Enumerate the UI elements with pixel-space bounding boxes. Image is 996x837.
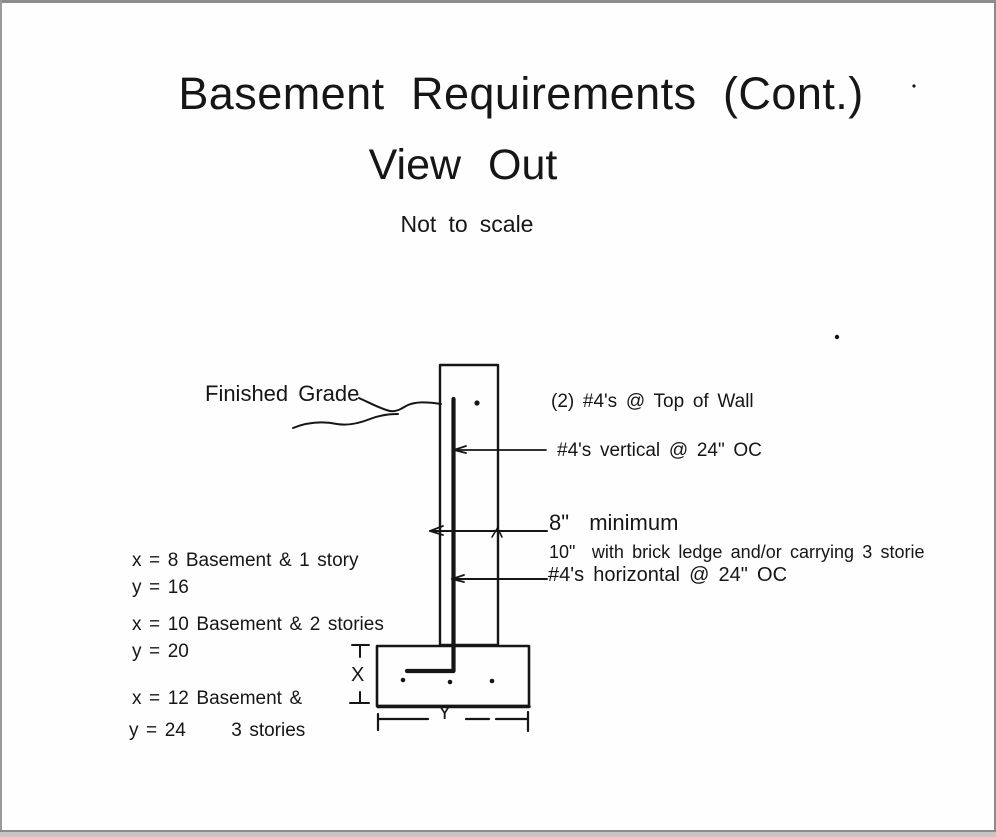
page-title: Basement Requirements (Cont.) — [178, 68, 864, 119]
scan-border-bottom — [0, 830, 996, 832]
scan-bottom-bar — [0, 832, 996, 837]
min-thickness-leader-arrow-right — [491, 527, 503, 538]
page-subtitle: View Out — [368, 141, 558, 189]
note-y-2stories: y = 20 — [132, 641, 189, 662]
note-x-1story: x = 8 Basement & 1 story — [132, 550, 359, 571]
top-of-wall-callout: (2) #4's @ Top of Wall — [551, 391, 754, 412]
note-y-1story: y = 16 — [132, 577, 189, 598]
footing-rebar-dot-left — [400, 677, 406, 683]
footing-rebar-dot-right — [489, 678, 495, 684]
brick-ledge-callout: 10" with brick ledge and/or carrying 3 s… — [549, 542, 925, 562]
scale-note: Not to scale — [400, 211, 534, 237]
horizontal-bars-callout: #4's horizontal @ 24" OC — [548, 564, 788, 586]
footing-rebar-dot-center — [447, 679, 453, 685]
scan-border-top — [0, 0, 996, 3]
vertical-bars-leader-arrow — [453, 445, 467, 454]
note-y-3stories: y = 24 3 stories — [129, 720, 306, 741]
scan-border-right — [994, 0, 996, 837]
wall-outline — [438, 363, 500, 647]
vertical-rebar-line — [404, 396, 456, 674]
scan-border-left — [0, 0, 2, 837]
top-of-wall-rebar-dot — [474, 400, 480, 406]
scan-speck-mid — [834, 334, 840, 340]
note-x-2stories: x = 10 Basement & 2 stories — [132, 614, 384, 635]
vertical-bars-callout: #4's vertical @ 24" OC — [557, 440, 762, 461]
horizontal-bars-leader-arrow — [451, 574, 465, 583]
note-x-3stories: x = 12 Basement & — [132, 688, 303, 709]
min-thickness-callout: 8" minimum — [549, 510, 679, 535]
grade-squiggle-line — [292, 413, 399, 429]
footing-depth-dim-label: X — [351, 664, 365, 686]
min-thickness-leader-arrow-left — [429, 525, 444, 536]
finished-grade-label: Finished Grade — [205, 381, 360, 406]
finished-grade-leader — [358, 397, 442, 413]
scan-speck-top — [912, 84, 916, 88]
